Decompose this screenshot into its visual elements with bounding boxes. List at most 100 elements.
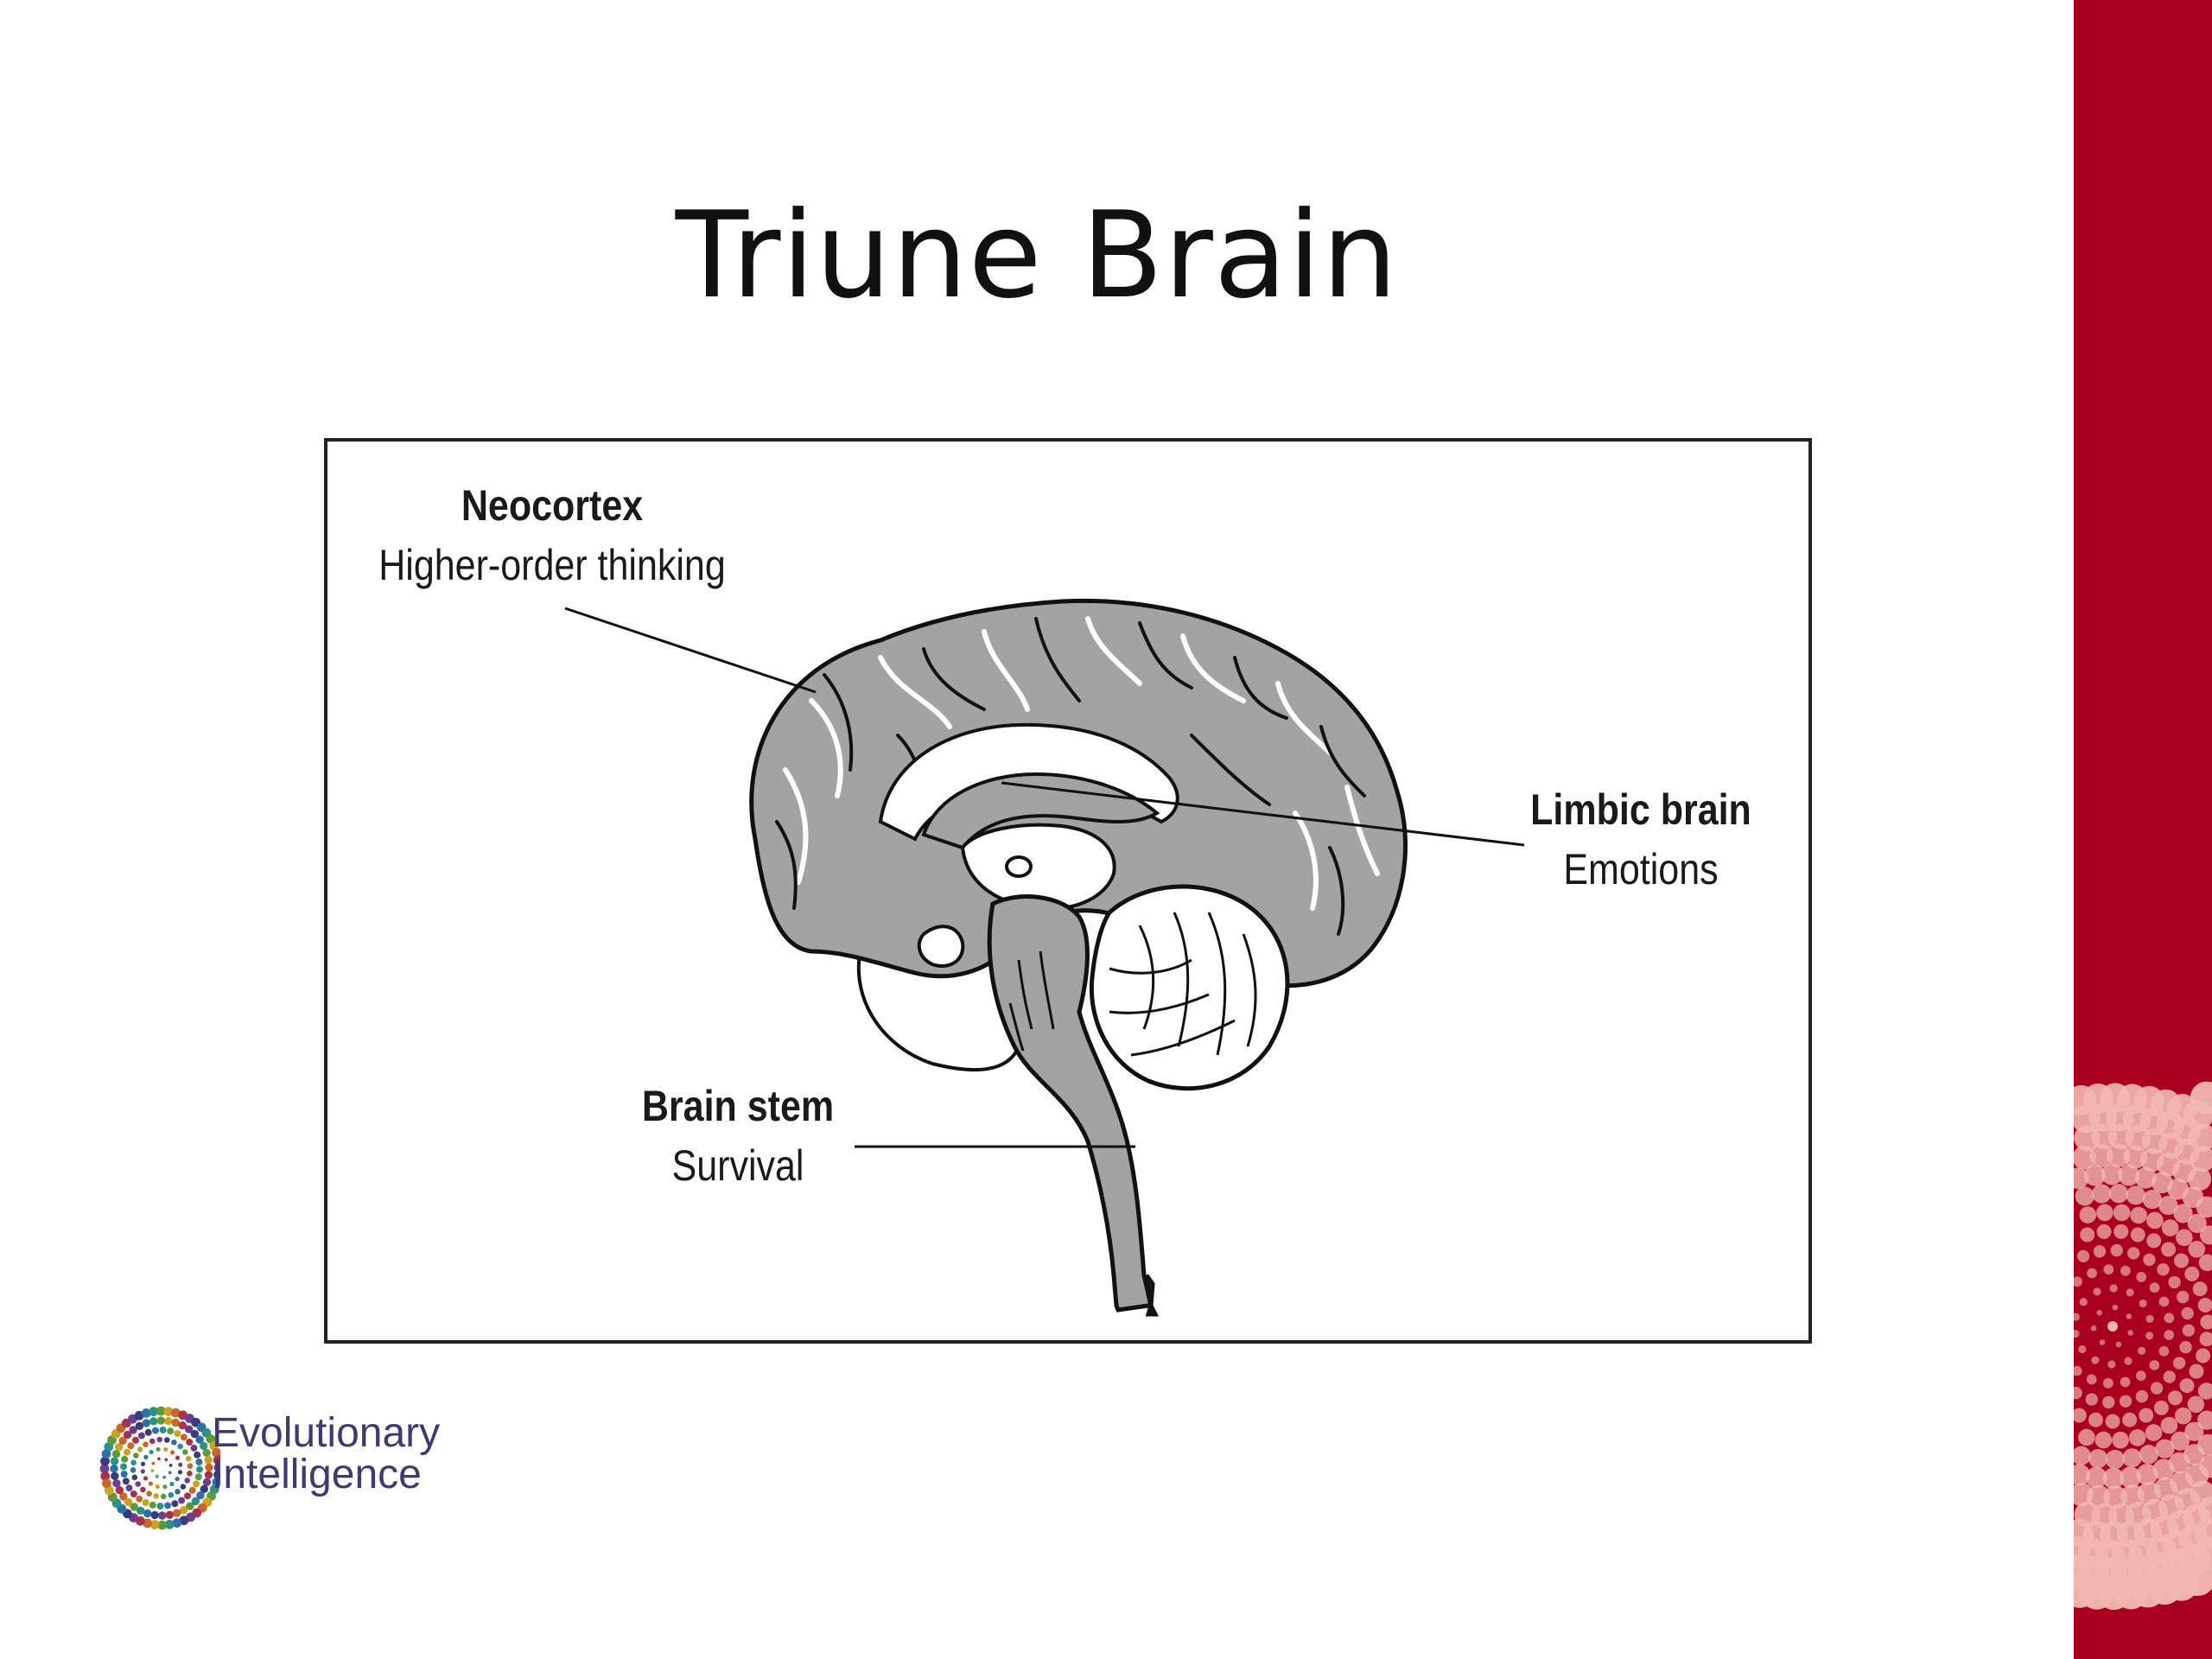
pineal-region	[1005, 855, 1033, 878]
decorative-dot	[2199, 1332, 2212, 1347]
logo-dot	[164, 1519, 175, 1529]
decorative-dot	[2176, 1229, 2193, 1247]
decorative-dot	[2074, 1573, 2098, 1608]
logo-dot	[137, 1432, 145, 1440]
decorative-dot	[2074, 1330, 2080, 1338]
decorative-dot	[2146, 1211, 2164, 1230]
logo-dot	[150, 1469, 155, 1472]
decorative-dot	[2110, 1243, 2123, 1257]
decorative-dot	[2102, 1467, 2125, 1490]
decorative-dot	[2130, 1227, 2145, 1243]
logo-wordmark: Evolutionary Intelligence	[212, 1413, 440, 1496]
decorative-dot	[2189, 1363, 2204, 1379]
logo-dot	[196, 1465, 203, 1473]
decorative-dot	[2184, 1266, 2200, 1281]
logo-dot	[148, 1481, 153, 1486]
decorative-dot	[2197, 1298, 2212, 1313]
logo-dot	[193, 1480, 200, 1488]
logo-dot	[101, 1449, 111, 1459]
logo-dot	[111, 1450, 121, 1459]
logo-dot	[194, 1451, 201, 1459]
decorative-dot	[2182, 1324, 2196, 1337]
logo-dot	[110, 1457, 119, 1465]
logo-dot	[156, 1406, 166, 1416]
triune-brain-figure: Neocortex Higher-order thinking Limbic b…	[324, 438, 1812, 1344]
logo-dot	[204, 1456, 213, 1465]
logo-dot	[141, 1408, 151, 1418]
logo-dot	[140, 1461, 146, 1466]
logo-line-2: Intelligence	[212, 1452, 422, 1497]
decorative-dot	[2089, 1143, 2113, 1168]
decorative-dot	[2074, 1276, 2082, 1287]
decorative-dot	[2113, 1204, 2131, 1222]
limbic-leader-line	[1001, 781, 1525, 847]
logo-dot	[179, 1506, 188, 1515]
decorative-dot	[2139, 1299, 2147, 1308]
logo-dot	[177, 1443, 183, 1450]
logo-dot	[186, 1502, 194, 1510]
logo-dot	[156, 1503, 164, 1510]
pituitary-region	[917, 925, 965, 968]
logo-dot	[110, 1465, 118, 1473]
logo-dot	[130, 1503, 138, 1511]
logo-dot	[127, 1442, 135, 1450]
temporal-lobe-outline	[856, 936, 1020, 1071]
decorative-dot	[2196, 1348, 2211, 1363]
neocortex-function: Higher-order thinking	[378, 541, 726, 589]
logo-dot	[204, 1471, 213, 1479]
decorative-dot	[2093, 1287, 2101, 1296]
logo-dot	[111, 1471, 119, 1480]
decorative-dot	[2087, 1268, 2097, 1279]
decorative-dot	[2200, 1225, 2212, 1245]
logo-dot	[167, 1427, 175, 1435]
logo-dot	[164, 1416, 173, 1426]
logo-dot	[130, 1467, 137, 1473]
logo-dot	[143, 1454, 149, 1459]
logo-dot	[184, 1492, 191, 1500]
decorative-dot	[2096, 1309, 2102, 1316]
logo-dot	[104, 1485, 114, 1496]
logo-dot	[146, 1491, 152, 1497]
decorative-dot	[2101, 1163, 2123, 1185]
logo-dot	[137, 1506, 145, 1515]
logo-dot	[169, 1481, 175, 1487]
logo-dot	[143, 1509, 152, 1518]
logo-dot	[158, 1511, 167, 1520]
logo-dot	[163, 1407, 174, 1416]
logo-dot	[171, 1418, 180, 1427]
logo-dot	[196, 1491, 205, 1500]
logo-dot	[200, 1484, 208, 1493]
brain-stem-marks	[1008, 950, 1055, 1052]
logo-dot	[142, 1419, 150, 1427]
logo-dot	[212, 1447, 221, 1458]
decorative-dot	[2187, 1213, 2207, 1233]
logo-dot	[143, 1476, 149, 1481]
logo-dot	[132, 1436, 139, 1444]
limbic-function: Emotions	[1563, 845, 1719, 893]
decorative-dot	[2168, 1275, 2181, 1289]
decorative-dot	[2174, 1253, 2189, 1268]
decorative-dot	[2145, 1314, 2154, 1323]
decorative-dot	[2173, 1204, 2193, 1224]
logo-dot	[164, 1502, 171, 1510]
logo-dot	[171, 1440, 177, 1446]
logo-dot	[143, 1518, 152, 1529]
logo-dot	[120, 1471, 128, 1478]
logo-dot	[185, 1425, 194, 1433]
limbic-label: Limbic brain Emotions	[1498, 780, 1783, 899]
logo-dot	[100, 1471, 111, 1481]
decorative-dot	[2107, 1360, 2116, 1369]
logo-dot	[161, 1493, 167, 1500]
decorative-dot	[2135, 1370, 2146, 1382]
logo-dot	[194, 1473, 202, 1481]
decorative-dot	[2136, 1272, 2147, 1282]
logo-spiral-icon	[99, 1406, 224, 1530]
sulci-lines	[775, 617, 1366, 936]
logo-dot	[190, 1444, 198, 1452]
decorative-dot	[2142, 1189, 2162, 1210]
logo-dot	[171, 1408, 181, 1418]
logo-dot	[119, 1492, 128, 1501]
logo-dot	[120, 1463, 127, 1471]
logo-dot	[130, 1459, 137, 1465]
logo-dot	[205, 1463, 213, 1471]
